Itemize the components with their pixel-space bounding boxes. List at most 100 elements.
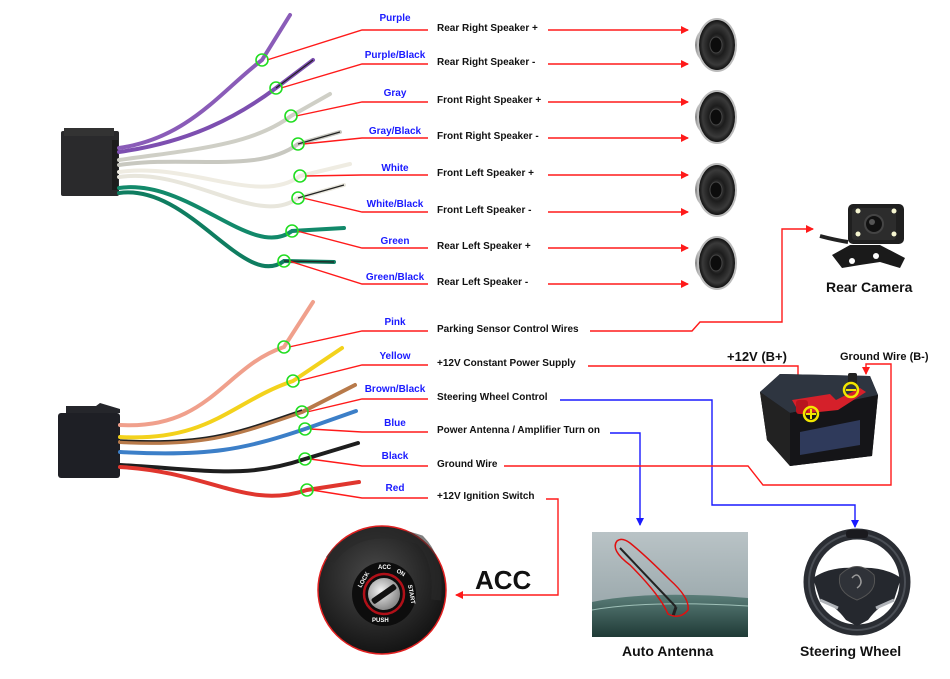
wire-color-label: White <box>381 163 409 174</box>
auto-antenna-label: Auto Antenna <box>622 643 714 659</box>
wire-function-label: Front Left Speaker - <box>437 205 532 216</box>
marker-ring <box>300 483 314 497</box>
rear-camera-image <box>819 204 905 268</box>
route-steering-control-to-wheel <box>560 399 859 528</box>
marker-ring <box>295 405 309 419</box>
rear-camera-label: Rear Camera <box>826 279 913 295</box>
wire-function-label: Front Right Speaker + <box>437 95 542 106</box>
wire-function-label: Steering Wheel Control <box>437 392 548 403</box>
wire-color-label: Green <box>380 236 410 247</box>
speaker-icon <box>695 18 737 72</box>
route-parking-sensor-to-camera <box>590 225 814 332</box>
speaker-dustcap <box>709 108 723 126</box>
route-ignition-to-acc <box>455 498 559 599</box>
marker-ring <box>269 81 283 95</box>
wire-color-label: Purple <box>379 13 411 24</box>
marker-ring <box>298 422 312 436</box>
steering-wheel-label: Steering Wheel <box>800 643 902 659</box>
marker-ring <box>291 137 305 151</box>
speakers <box>695 18 737 290</box>
wire <box>117 162 352 189</box>
connector-line <box>302 197 428 213</box>
wire-stripe <box>275 59 314 89</box>
ignition-label-on: ON <box>395 569 406 579</box>
connector-line <box>296 230 428 249</box>
connector-line <box>311 489 428 499</box>
marker-ring <box>293 169 307 183</box>
battery-image <box>760 373 878 466</box>
wire <box>118 346 344 440</box>
wire-color-label: Yellow <box>379 351 411 362</box>
marker-ring <box>291 191 305 205</box>
wire-color-label: Blue <box>384 418 406 429</box>
wire-color-label: Brown/Black <box>364 384 426 395</box>
wire-color-label: Purple/Black <box>364 50 426 61</box>
speaker-dustcap <box>709 254 723 272</box>
marker-ring <box>286 374 300 388</box>
battery-negative-label: Ground Wire (B-) <box>840 351 929 363</box>
marker-ring <box>277 254 291 268</box>
wire <box>118 409 358 456</box>
ignition-label-start: START <box>406 584 415 605</box>
wire-color-label: Red <box>385 483 405 494</box>
connector-line <box>304 174 428 177</box>
marker-ring <box>285 224 299 238</box>
marker-ring <box>277 340 291 354</box>
route-ground-to-battery <box>504 363 892 486</box>
auto-antenna-image <box>591 532 749 637</box>
wire-function-label: Power Antenna / Amplifier Turn on <box>437 425 600 436</box>
wire-function-label: +12V Ignition Switch <box>437 491 535 502</box>
battery-negative-marker <box>842 381 860 399</box>
speaker-icon <box>695 90 737 144</box>
ignition-label-push: PUSH <box>372 618 389 624</box>
steering-wheel-image <box>803 528 911 636</box>
connector-line <box>266 29 428 61</box>
marker-ring <box>255 53 269 67</box>
power-harness-connector <box>58 403 120 478</box>
speaker-dustcap <box>709 181 723 199</box>
wire <box>117 92 332 162</box>
connector-line <box>295 101 428 117</box>
wire-stripe <box>297 131 341 145</box>
route-antenna-to-auto-antenna <box>610 432 644 526</box>
wire-color-label: White/Black <box>366 199 424 210</box>
wire-color-label: Gray/Black <box>368 126 422 137</box>
wire-color-label: Black <box>381 451 409 462</box>
wire-color-label: Pink <box>384 317 406 328</box>
ignition-switch-image: LOCK ACC ON START PUSH <box>317 525 447 655</box>
wire <box>118 383 357 445</box>
wire <box>117 130 342 167</box>
marker-rings <box>255 53 314 497</box>
wire-color-label: Gray <box>383 88 407 99</box>
wire <box>117 13 292 150</box>
marker-ring <box>298 452 312 466</box>
speaker-icon <box>695 163 737 217</box>
wire-function-label: Ground Wire <box>437 459 498 470</box>
wire <box>117 185 346 240</box>
connector-line <box>280 63 428 89</box>
wire <box>117 173 346 209</box>
battery-positive-label: +12V (B+) <box>727 349 787 364</box>
connector-line <box>302 137 428 145</box>
speaker-icon <box>695 236 737 290</box>
connector-line <box>309 458 428 467</box>
speaker-dustcap <box>709 36 723 54</box>
wire <box>118 441 360 474</box>
wire <box>117 190 336 269</box>
wire-color-label: Green/Black <box>365 272 425 283</box>
wire <box>117 58 315 154</box>
acc-label: ACC <box>475 565 532 595</box>
battery-positive-marker <box>802 405 820 423</box>
wire-function-label: Rear Right Speaker - <box>437 57 536 68</box>
harness-wires <box>117 13 361 498</box>
speaker-harness-connector <box>61 128 119 196</box>
wire-stripe <box>283 260 335 263</box>
ignition-label-acc: ACC <box>378 565 392 571</box>
connector-line <box>309 428 428 433</box>
wire-function-label: +12V Constant Power Supply <box>437 358 576 369</box>
wire-function-label: Rear Left Speaker + <box>437 241 531 252</box>
connector-line <box>288 260 428 285</box>
wire-stripe <box>297 184 345 199</box>
